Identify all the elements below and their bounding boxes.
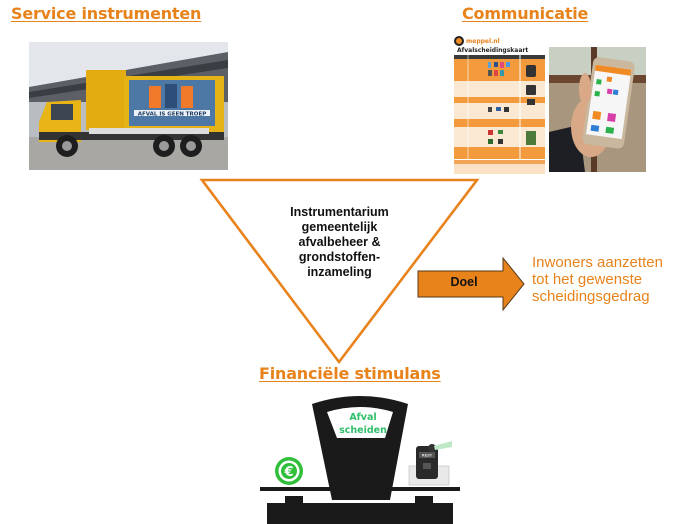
scale-label-line: Afval — [349, 412, 377, 423]
instrumentarium-line: grondstoffen- — [298, 250, 381, 264]
instrumentarium-line: inzameling — [307, 265, 372, 279]
waste-card-grid — [454, 55, 545, 159]
goal-text: Inwoners aanzetten tot het gewenste sche… — [532, 254, 688, 305]
garbage-truck-illustration: AFVAL IS GEEN TROEP — [29, 42, 228, 170]
waste-card-title: Afvalscheidingskaart — [457, 47, 529, 54]
smartphone-app-image — [549, 47, 646, 172]
scale-display-text: Afval scheiden — [335, 411, 391, 437]
euro-coin-icon: € — [275, 457, 303, 485]
goal-line: tot het gewenste — [532, 271, 643, 288]
smartphone-illustration — [549, 47, 646, 172]
waste-card-footer — [454, 160, 545, 174]
balance-scale-illustration: € REST — [260, 396, 460, 524]
doel-label: Doel — [450, 275, 478, 289]
instrumentarium-line: gemeentelijk — [301, 220, 378, 234]
scale-right-pan — [390, 487, 460, 491]
meppel-logo-icon — [454, 36, 464, 46]
scale-display — [327, 407, 393, 438]
heading-communication: Communicatie — [462, 4, 589, 23]
scale-label-line: scheiden — [339, 425, 387, 436]
instrumentarium-text: Instrumentarium gemeentelijk afvalbeheer… — [262, 205, 417, 280]
rest-waste-container-icon: REST — [408, 441, 452, 486]
meppel-logo: meppel.nl — [454, 36, 500, 46]
instrumentarium-line: Instrumentarium — [290, 205, 389, 219]
scale-left-pan — [260, 487, 330, 491]
garbage-truck-image: AFVAL IS GEEN TROEP — [29, 42, 228, 170]
waste-separation-card-image: meppel.nl Afvalscheidingskaart — [454, 36, 545, 174]
meppel-logo-text: meppel.nl — [466, 37, 500, 45]
instrumentarium-line: afvalbeheer & — [298, 235, 381, 249]
svg-text:€: € — [283, 465, 293, 480]
goal-line: scheidingsgedrag — [532, 288, 650, 305]
truck-banner-text: AFVAL IS GEEN TROEP — [138, 112, 207, 118]
heading-financial-incentive: Financiële stimulans — [259, 364, 441, 383]
scale-base — [267, 503, 453, 524]
heading-service-instruments: Service instrumenten — [11, 4, 202, 23]
rest-container-label: REST — [422, 454, 433, 458]
goal-line: Inwoners aanzetten — [532, 254, 663, 271]
